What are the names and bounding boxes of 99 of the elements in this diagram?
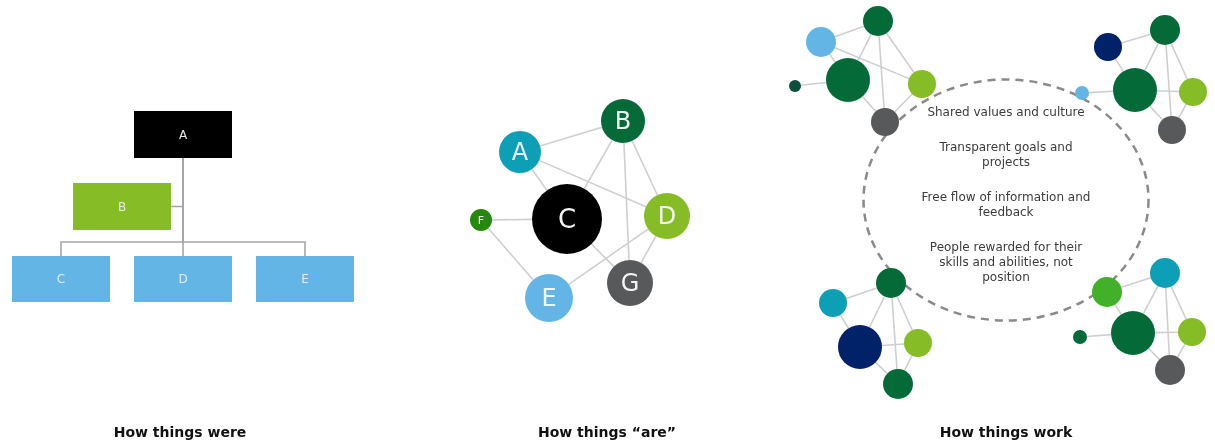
circle-node bbox=[904, 329, 932, 357]
connector-line bbox=[1120, 276, 1152, 289]
org-chart-box bbox=[134, 256, 232, 302]
org-chart-box bbox=[256, 256, 354, 302]
panel-caption: How things were bbox=[113, 424, 247, 440]
connector-line bbox=[1154, 331, 1179, 334]
connector-line bbox=[182, 157, 306, 257]
circle-node bbox=[826, 58, 870, 102]
connector-line bbox=[839, 314, 850, 330]
connector-line bbox=[1120, 33, 1152, 44]
connector-line bbox=[1170, 42, 1189, 81]
connector-line bbox=[640, 235, 657, 264]
panel-caption: How things work bbox=[939, 424, 1073, 440]
network-circle bbox=[607, 260, 653, 306]
circle-node bbox=[1073, 330, 1087, 344]
connector-line bbox=[1170, 285, 1187, 321]
connector-line bbox=[800, 81, 827, 87]
box-label: D bbox=[178, 272, 188, 286]
connector-line bbox=[1149, 105, 1164, 121]
circle-node bbox=[1111, 311, 1155, 355]
connector-line bbox=[531, 168, 548, 192]
value-text: Shared values and culture bbox=[926, 105, 1086, 120]
connector-line bbox=[1164, 287, 1171, 356]
connector-line bbox=[834, 46, 910, 80]
connector-line bbox=[631, 140, 659, 196]
circle-node bbox=[789, 80, 801, 92]
circle-node bbox=[1075, 86, 1089, 100]
box-label: C bbox=[56, 272, 66, 286]
connector-line bbox=[1114, 58, 1125, 73]
circle-label: C bbox=[557, 206, 577, 232]
connector-line bbox=[857, 33, 872, 62]
connector-line bbox=[1142, 285, 1159, 315]
connector-line bbox=[896, 295, 914, 332]
connector-line bbox=[1086, 333, 1112, 338]
circle-node bbox=[806, 27, 836, 57]
connector-line bbox=[538, 159, 647, 208]
circle-node bbox=[1178, 318, 1206, 346]
network-circle bbox=[470, 209, 492, 231]
circle-node bbox=[871, 108, 899, 136]
connector-line bbox=[623, 142, 630, 261]
connector-line bbox=[1088, 90, 1114, 94]
circle-node bbox=[883, 369, 913, 399]
box-label: B bbox=[117, 199, 127, 214]
connector-line bbox=[868, 295, 886, 328]
circle-node bbox=[819, 289, 847, 317]
connector-line bbox=[893, 93, 914, 113]
panel-caption: How things “are” bbox=[538, 424, 676, 440]
connector-line bbox=[539, 126, 603, 147]
network-circle bbox=[644, 193, 690, 239]
connector-line bbox=[1147, 347, 1161, 361]
box-label: A bbox=[178, 127, 188, 142]
circle-node bbox=[1113, 68, 1157, 112]
connector-line bbox=[845, 287, 878, 300]
org-chart-box bbox=[73, 183, 171, 230]
circle-node bbox=[1179, 78, 1207, 106]
connector-line bbox=[1177, 103, 1188, 119]
connector-line bbox=[878, 35, 885, 109]
circle-label: D bbox=[657, 204, 677, 228]
circle-node bbox=[863, 6, 893, 36]
circle-node bbox=[1150, 15, 1180, 45]
value-text: Free flow of information and feedback bbox=[920, 190, 1092, 220]
connector-line bbox=[1156, 89, 1180, 93]
connector-line bbox=[590, 243, 615, 268]
box-label: E bbox=[301, 272, 309, 286]
connector-line bbox=[487, 227, 535, 281]
circle-node bbox=[1094, 33, 1122, 61]
circle-label: B bbox=[614, 109, 632, 133]
circle-label: G bbox=[620, 271, 640, 295]
circle-label: E bbox=[541, 286, 557, 310]
connector-line bbox=[881, 343, 905, 347]
circle-node bbox=[1092, 277, 1122, 307]
connector-line bbox=[885, 32, 915, 74]
connector-line bbox=[1114, 303, 1122, 316]
circle-label: A bbox=[511, 140, 529, 164]
circle-node bbox=[1155, 355, 1185, 385]
circle-label: F bbox=[477, 214, 485, 226]
value-text: Transparent goals and projects bbox=[938, 140, 1074, 170]
circle-node bbox=[908, 70, 936, 98]
connector-line bbox=[834, 25, 865, 38]
connector-line bbox=[491, 218, 533, 221]
org-chart-box bbox=[134, 111, 232, 158]
circle-node bbox=[1150, 258, 1180, 288]
connector-line bbox=[861, 95, 877, 113]
connector-line bbox=[1165, 44, 1172, 117]
circle-node bbox=[838, 325, 882, 369]
connector-line bbox=[1144, 42, 1160, 72]
connector-line bbox=[828, 53, 837, 63]
connector-line bbox=[891, 297, 898, 370]
network-circle bbox=[525, 274, 573, 322]
org-chart-box bbox=[12, 256, 110, 302]
connector-line bbox=[583, 139, 613, 190]
network-circle bbox=[499, 131, 541, 173]
connector-line bbox=[567, 228, 649, 286]
connector-line bbox=[1176, 343, 1186, 358]
circle-node bbox=[1158, 116, 1186, 144]
value-text: People rewarded for their skills and abilities, not position bbox=[928, 240, 1084, 285]
network-circle bbox=[601, 99, 645, 143]
network-circle bbox=[532, 184, 602, 254]
circle-node bbox=[876, 268, 906, 298]
